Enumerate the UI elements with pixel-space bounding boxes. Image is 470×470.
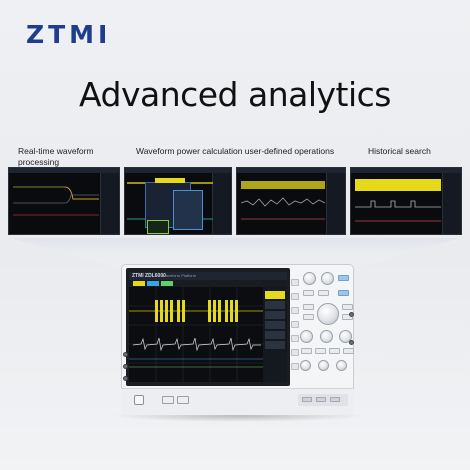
- control-knob[interactable]: [318, 360, 329, 371]
- panel-button[interactable]: [342, 314, 353, 320]
- waveform-graphic: [240, 181, 326, 220]
- softkey-button[interactable]: [291, 335, 299, 342]
- softkey-button[interactable]: [291, 363, 299, 370]
- waveform-graphic: [13, 186, 99, 216]
- channel-badge: [147, 281, 159, 286]
- channel-bar: [129, 280, 287, 287]
- usb-port: [162, 396, 174, 404]
- softkey-button[interactable]: [291, 279, 299, 286]
- multipurpose-knob[interactable]: [317, 303, 339, 325]
- softkey-button[interactable]: [291, 349, 299, 356]
- caption-realtime: Real-time waveform processing: [18, 146, 94, 167]
- input-port: [123, 352, 128, 357]
- channel-badge: [133, 281, 145, 286]
- dialog-panel: [147, 220, 169, 234]
- screen-brand: ZTMI ZDL6000: [132, 273, 166, 279]
- dialog-title-bar: [155, 178, 185, 183]
- input-port: [349, 340, 354, 345]
- screen-model: Waveform Platform: [162, 273, 197, 278]
- channel-badge: [161, 281, 173, 286]
- channel-button[interactable]: [343, 348, 354, 354]
- brand-logo: ZTMI: [26, 20, 112, 49]
- horizontal-knob[interactable]: [339, 330, 352, 343]
- channel-button[interactable]: [315, 348, 326, 354]
- input-port: [349, 312, 354, 317]
- power-button[interactable]: [134, 395, 144, 405]
- panel-button[interactable]: [303, 290, 314, 296]
- front-panel-bottom: [121, 388, 354, 415]
- softkey-button[interactable]: [291, 307, 299, 314]
- softkey-button[interactable]: [291, 293, 299, 300]
- vertical-position-knob[interactable]: [300, 330, 313, 343]
- input-port: [123, 376, 128, 381]
- vertical-scale-knob[interactable]: [320, 330, 333, 343]
- thumbnail-power-calc: [124, 167, 232, 235]
- caption-power-calc: Waveform power calculation user-defined …: [136, 146, 335, 156]
- probe-port: [302, 397, 312, 402]
- panel-button[interactable]: [342, 304, 353, 310]
- channel-button[interactable]: [329, 348, 340, 354]
- channel-button[interactable]: [301, 348, 312, 354]
- usb-port: [177, 396, 189, 404]
- control-knob[interactable]: [303, 272, 316, 285]
- waveform-graphic: [355, 179, 441, 222]
- run-stop-button[interactable]: [338, 275, 349, 281]
- probe-port: [330, 397, 340, 402]
- thumbnail-history: [350, 167, 462, 235]
- control-knob[interactable]: [336, 360, 347, 371]
- control-knob[interactable]: [321, 272, 334, 285]
- control-knob[interactable]: [300, 360, 311, 371]
- panel-button[interactable]: [338, 290, 349, 296]
- thumbnail-operations: [236, 167, 346, 235]
- input-port: [123, 364, 128, 369]
- panel-button[interactable]: [318, 290, 329, 296]
- thumbnail-realtime: [8, 167, 120, 235]
- device-screen: ZTMI ZDL6000 Waveform Platform: [129, 272, 287, 382]
- probe-port: [316, 397, 326, 402]
- dialog-panel: [173, 190, 203, 230]
- waveform-display: [129, 287, 287, 382]
- softkey-button[interactable]: [291, 321, 299, 328]
- panel-button[interactable]: [303, 304, 314, 310]
- page-headline: Advanced analytics: [79, 75, 392, 114]
- panel-button[interactable]: [303, 314, 314, 320]
- caption-history: Historical search: [368, 146, 431, 156]
- screen-title-bar: ZTMI ZDL6000 Waveform Platform: [129, 272, 287, 280]
